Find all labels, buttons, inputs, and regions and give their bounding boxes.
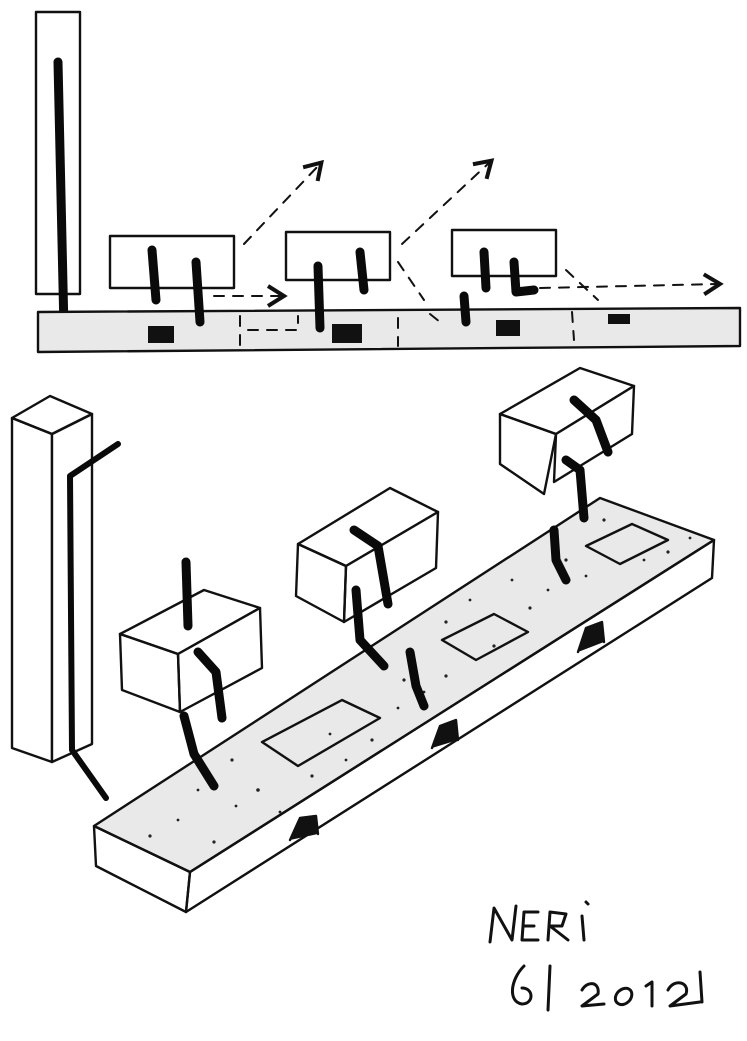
- axon-plaza-end: [92, 824, 192, 914]
- elevation-drawing: [34, 10, 742, 354]
- elevation-volume-3: [450, 228, 558, 278]
- axon-volume-1: [118, 557, 264, 791]
- axon-volume-3: [498, 366, 636, 585]
- elevation-tower-core: [53, 57, 69, 335]
- signature: [488, 900, 704, 1012]
- axon-volume-2: [294, 486, 440, 711]
- plaza-texture: [148, 518, 692, 844]
- elevation-tower: [34, 10, 82, 296]
- axon-tower-front: [10, 416, 54, 764]
- elevation-volume-2: [284, 230, 392, 282]
- axon-tower-top: [10, 394, 94, 436]
- elevation-volume-1: [108, 234, 236, 290]
- elevation-platform: [38, 308, 740, 352]
- axonometric-drawing: [10, 366, 716, 914]
- axon-plaza-top: [94, 498, 714, 872]
